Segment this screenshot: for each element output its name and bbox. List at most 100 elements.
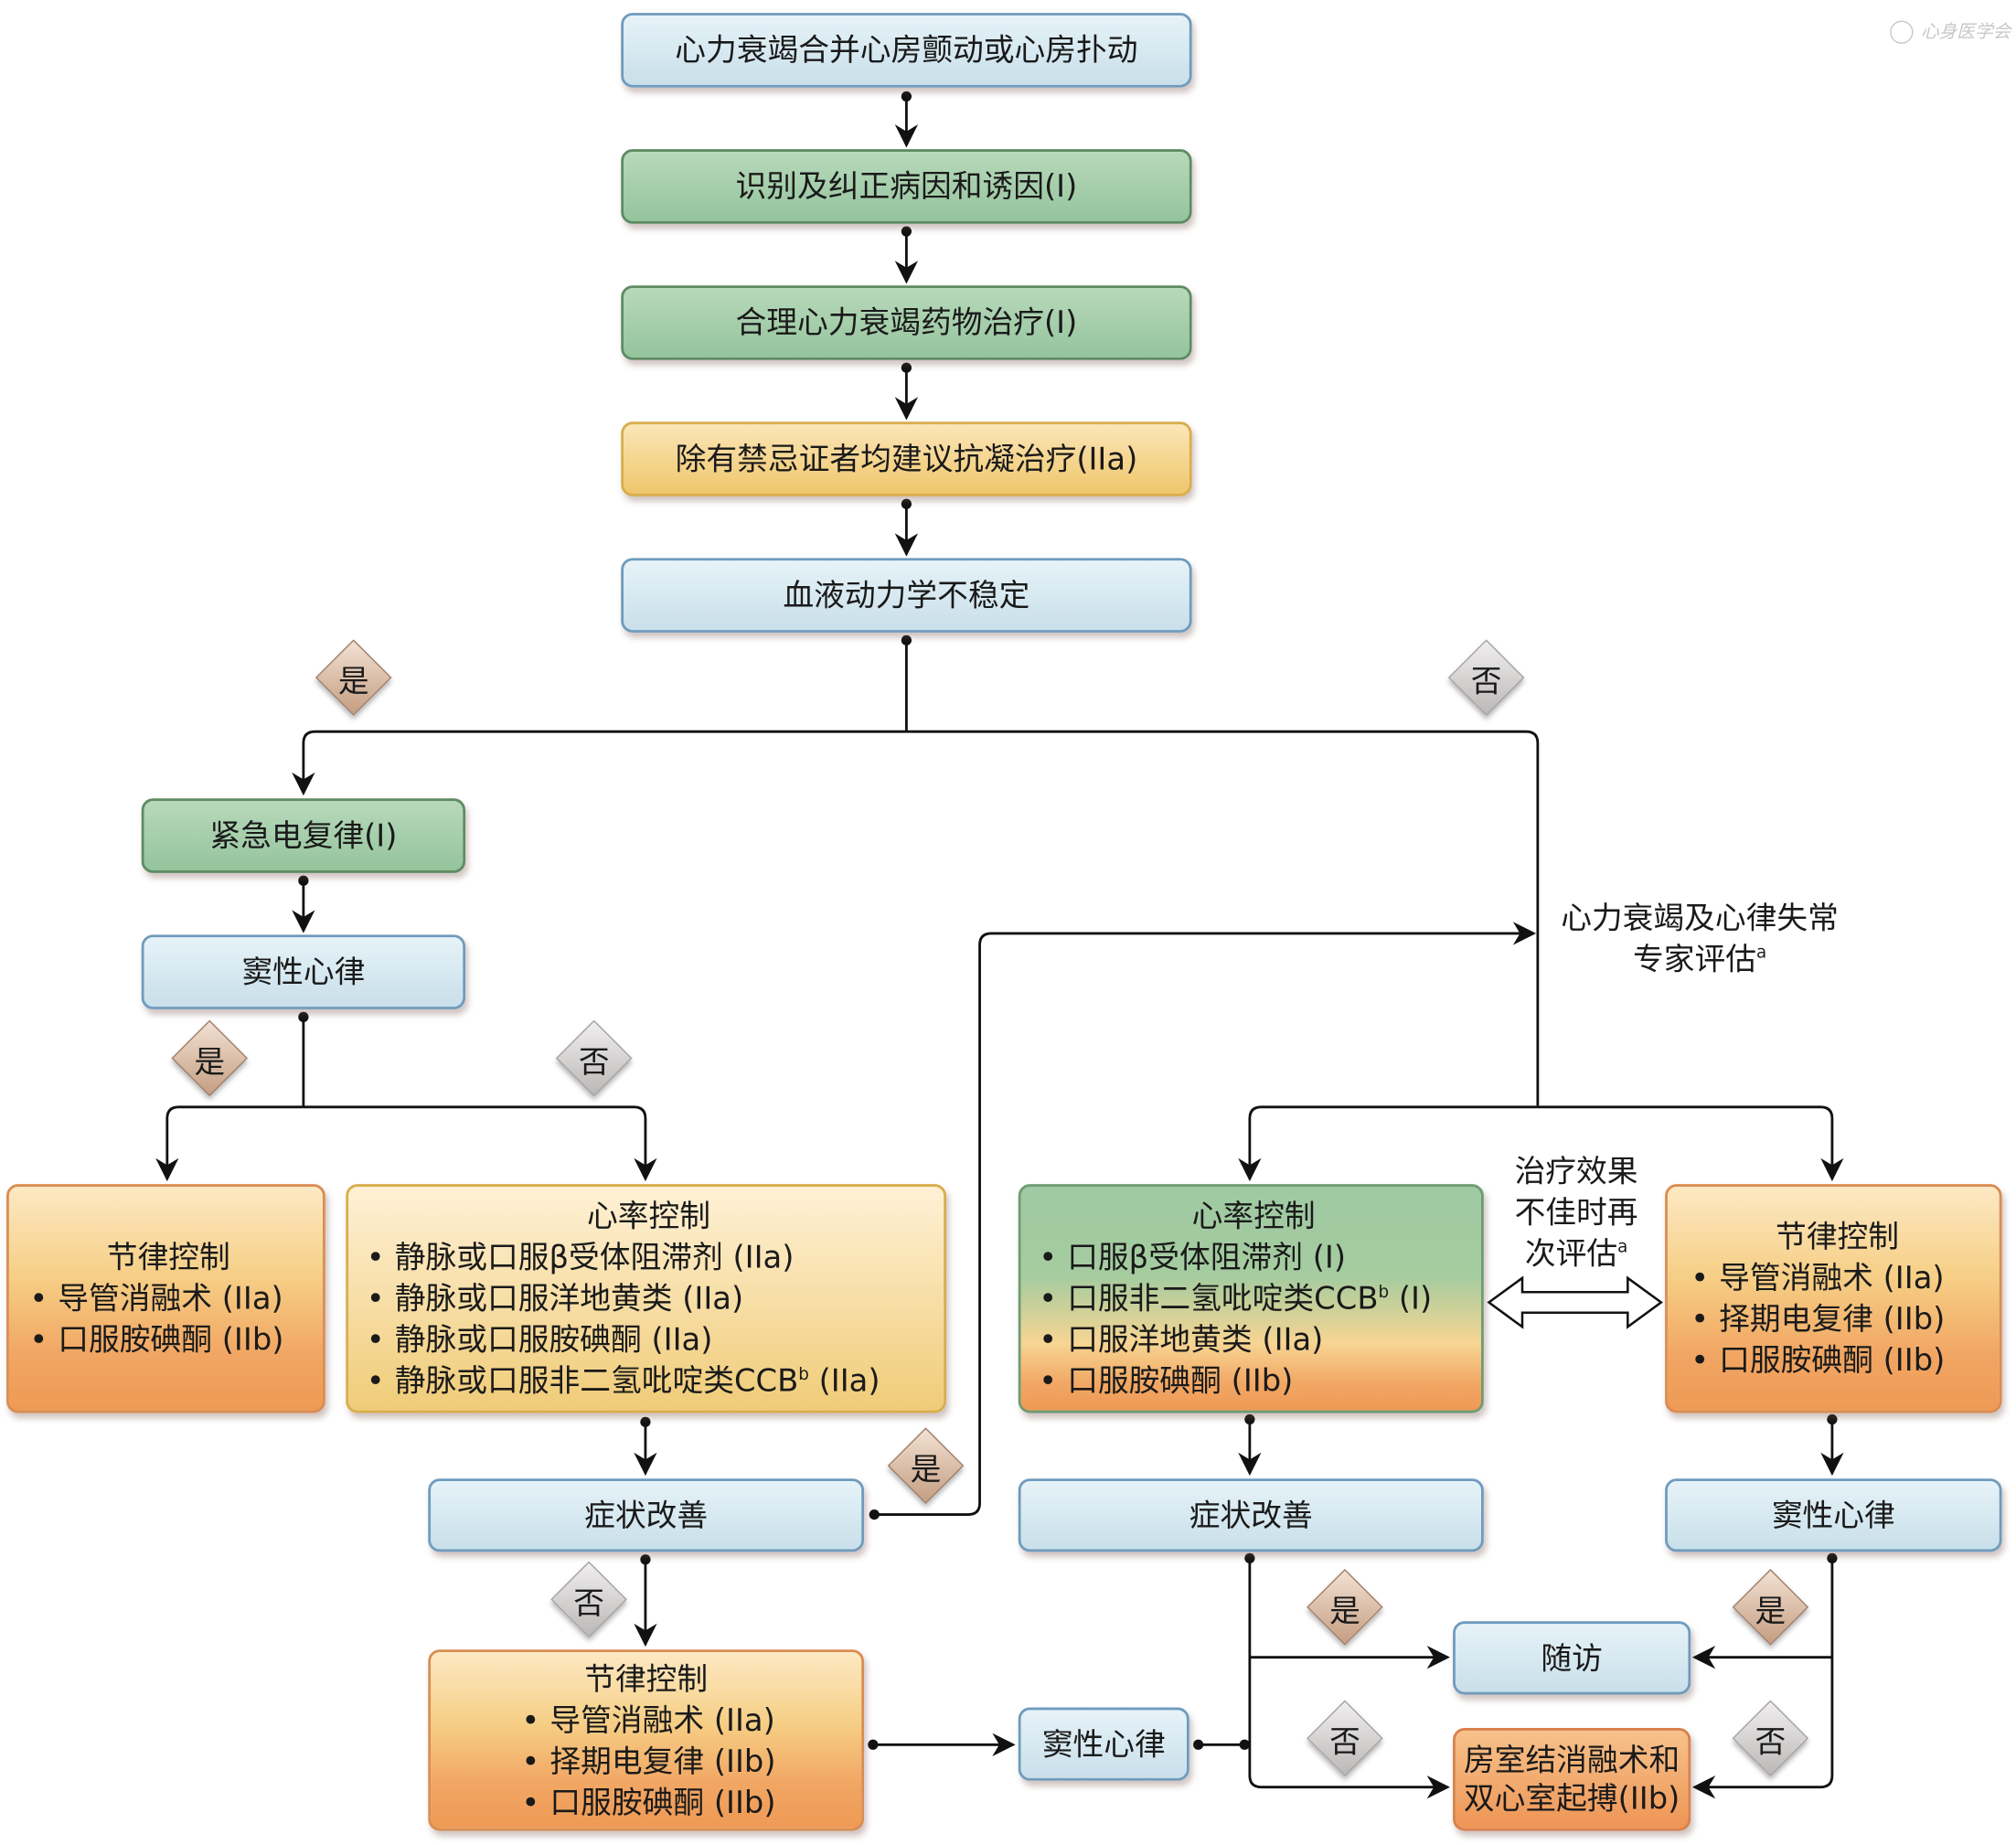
reassess-line3-wrap: 次评估a [1494, 1233, 1659, 1274]
node-unstable-label: 血液动力学不稳定 [783, 577, 1030, 613]
reassess-line3: 次评估 [1524, 1235, 1618, 1272]
decision-yes-sinus-left: 是 [171, 1019, 248, 1097]
node-sinus-left[interactable]: 窦性心律 [141, 934, 466, 1009]
expert-line1: 心力衰竭及心律失常 [1561, 900, 1839, 936]
rhythm-right-list: 导管消融术 (IIa) 择期电复律 (IIb) 口服胺碘酮 (IIb) [1686, 1257, 1989, 1381]
dot [869, 1509, 880, 1520]
node-symptom-left-label: 症状改善 [584, 1497, 709, 1533]
footnote-b: b [798, 1365, 809, 1385]
list-item: 静脉或口服胺碘酮 (IIa) [361, 1319, 936, 1360]
rhythm-left-list: 导管消融术 (IIa) 口服胺碘酮 (IIb) [25, 1278, 313, 1360]
list-item: 导管消融术 (IIa) [517, 1699, 776, 1740]
decision-label: 否 [1329, 1723, 1360, 1760]
connector-sinus-no [303, 1105, 657, 1182]
node-followup[interactable]: 随访 [1453, 1621, 1691, 1695]
decision-no-sinus-left: 否 [555, 1019, 633, 1097]
dot [298, 875, 309, 886]
dot [1827, 1413, 1838, 1425]
node-identify[interactable]: 识别及纠正病因和诱因(I) [621, 149, 1192, 224]
footnote-a: a [1617, 1238, 1628, 1258]
expert-line2: 专家评估 [1632, 941, 1756, 977]
list-item: 口服胺碘酮 (IIb) [1686, 1339, 1989, 1381]
node-av-ablation[interactable]: 房室结消融术和 双心室起搏(IIb) [1453, 1728, 1691, 1831]
seal-icon [1890, 20, 1914, 44]
list-item: 口服胺碘酮 (IIb) [517, 1781, 775, 1822]
decision-label: 是 [910, 1450, 942, 1488]
dot [640, 1416, 651, 1427]
rate-left-list: 静脉或口服β受体阻滞剂 (IIa) 静脉或口服洋地黄类 (IIa) 静脉或口服胺… [361, 1237, 936, 1402]
connector-sinus-yes [155, 1105, 304, 1182]
node-anticoag-label: 除有禁忌证者均建议抗凝治疗(IIa) [675, 441, 1138, 477]
dot [640, 1554, 651, 1565]
rate-right-list: 口服β受体阻滞剂 (I) 口服非二氢吡啶类CCBb (I) 口服洋地黄类 (II… [1034, 1237, 1474, 1402]
node-anticoag[interactable]: 除有禁忌证者均建议抗凝治疗(IIa) [621, 421, 1192, 496]
rate-right-title: 心率控制 [1191, 1198, 1316, 1234]
reassess-double-arrow [1487, 1275, 1664, 1329]
decision-label: 是 [194, 1043, 226, 1080]
node-rhythm-control-left[interactable]: 节律控制 导管消融术 (IIa) 口服胺碘酮 (IIb) [6, 1184, 325, 1413]
node-hf-meds[interactable]: 合理心力衰竭药物治疗(I) [621, 285, 1192, 360]
node-sinus-bottom-label: 窦性心律 [1041, 1725, 1166, 1763]
decision-label: 是 [337, 662, 369, 699]
node-rhythm-control-right[interactable]: 节律控制 导管消融术 (IIa) 择期电复律 (IIb) 口服胺碘酮 (IIb) [1665, 1184, 2002, 1413]
list-item: 导管消融术 (IIa) [25, 1278, 313, 1319]
connector-branch-no [906, 730, 1540, 1106]
rhythm-left-title: 节律控制 [106, 1239, 230, 1275]
connector-sinus-right-down [1691, 1558, 1834, 1799]
dot [298, 1011, 309, 1022]
dot [901, 91, 912, 102]
decision-no-symptom-left: 否 [550, 1561, 627, 1638]
decision-label: 否 [573, 1584, 604, 1621]
rhythm-bottom-title: 节律控制 [584, 1660, 709, 1697]
decision-yes-symptom-left: 是 [887, 1427, 965, 1504]
list-item: 择期电复律 (IIb) [1686, 1298, 1989, 1339]
connector-branch-yes [292, 730, 907, 796]
node-sinus-right-label: 窦性心律 [1771, 1497, 1895, 1533]
node-start[interactable]: 心力衰竭合并心房颤动或心房扑动 [621, 13, 1192, 88]
list-item-main: 口服非二氢吡啶类CCB [1067, 1280, 1379, 1317]
list-item: 口服胺碘酮 (IIb) [1034, 1360, 1474, 1402]
dot [1827, 1552, 1838, 1563]
reassess-line2: 不佳时再 [1514, 1194, 1638, 1231]
dot [1244, 1552, 1255, 1563]
node-sinus-left-label: 窦性心律 [241, 954, 366, 990]
node-emergency-cardioversion[interactable]: 紧急电复律(I) [141, 798, 466, 873]
node-hf-meds-label: 合理心力衰竭药物治疗(I) [735, 304, 1078, 341]
list-item: 静脉或口服洋地黄类 (IIa) [361, 1278, 936, 1319]
dot [1244, 1413, 1255, 1425]
decision-no-sinus-right: 否 [1732, 1700, 1809, 1777]
node-sinus-right[interactable]: 窦性心律 [1665, 1478, 2002, 1552]
list-item-tail: (I) [1389, 1280, 1433, 1317]
connector-symptom-right-down [1248, 1558, 1450, 1799]
decision-label: 否 [1470, 662, 1502, 699]
watermark: 心身医学会 [1890, 18, 2011, 44]
connector-expert-rate [1238, 1105, 1262, 1182]
node-rhythm-control-bottom[interactable]: 节律控制 导管消融术 (IIa) 择期电复律 (IIb) 口服胺碘酮 (IIb) [428, 1649, 864, 1831]
reassess-label: 治疗效果 不佳时再 次评估a [1494, 1151, 1659, 1274]
dot [901, 362, 912, 373]
decision-yes-unstable: 是 [315, 639, 392, 716]
rhythm-right-title: 节律控制 [1776, 1219, 1900, 1255]
decision-label: 是 [1755, 1592, 1787, 1629]
node-start-label: 心力衰竭合并心房颤动或心房扑动 [675, 32, 1138, 69]
node-rate-control-left[interactable]: 心率控制 静脉或口服β受体阻滞剂 (IIa) 静脉或口服洋地黄类 (IIa) 静… [346, 1184, 946, 1413]
list-item: 择期电复律 (IIb) [517, 1740, 775, 1781]
reassess-line1: 治疗效果 [1514, 1153, 1638, 1189]
decision-label: 是 [1329, 1592, 1360, 1629]
node-symptom-right-label: 症状改善 [1189, 1497, 1313, 1533]
av-ablation-line1: 房室结消融术和 [1464, 1742, 1680, 1778]
node-sinus-bottom[interactable]: 窦性心律 [1018, 1707, 1189, 1781]
dot [1239, 1739, 1250, 1750]
expert-evaluation-label: 心力衰竭及心律失常 专家评估a [1543, 898, 1857, 980]
node-symptom-right[interactable]: 症状改善 [1018, 1478, 1484, 1552]
node-symptom-left[interactable]: 症状改善 [428, 1478, 864, 1552]
list-item-tail: (IIa) [808, 1362, 880, 1399]
list-item: 静脉或口服非二氢吡啶类CCBb (IIa) [361, 1360, 936, 1402]
list-item: 口服胺碘酮 (IIb) [25, 1319, 313, 1360]
node-rate-control-right[interactable]: 心率控制 口服β受体阻滞剂 (I) 口服非二氢吡啶类CCBb (I) 口服洋地黄… [1018, 1184, 1484, 1413]
rhythm-bottom-list: 导管消融术 (IIa) 择期电复律 (IIb) 口服胺碘酮 (IIb) [517, 1699, 776, 1822]
expert-line2-wrap: 专家评估a [1543, 939, 1857, 980]
node-unstable[interactable]: 血液动力学不稳定 [621, 558, 1192, 633]
rate-left-title: 心率控制 [586, 1198, 710, 1234]
